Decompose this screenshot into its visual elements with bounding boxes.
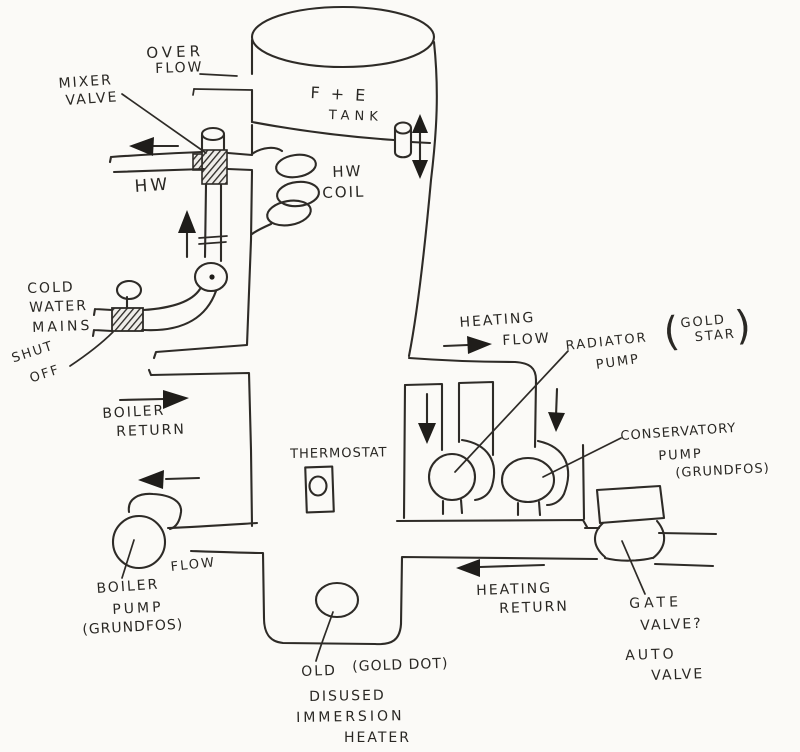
overflow-pipe xyxy=(192,73,253,96)
thermostat-symbol xyxy=(304,465,335,514)
label-immersion-line1a: OLD xyxy=(301,662,338,680)
label-hw-coil-line2: COIL xyxy=(322,182,366,202)
label-immersion-line1b: (GOLD DOT) xyxy=(352,655,449,675)
boiler-flow-arrow xyxy=(138,470,201,489)
label-hw-coil-line1: HW xyxy=(332,161,363,181)
label-boiler-pump-line2: PUMP xyxy=(112,599,164,618)
label-heating-flow-line2: FLOW xyxy=(502,330,551,349)
label-cold-water-mains-line2: WATER xyxy=(29,297,89,316)
shutoff-valve-symbol xyxy=(111,307,144,332)
label-overflow-line2: FLOW xyxy=(155,59,204,77)
label-gate-valve-line2: VALVE? xyxy=(640,615,703,634)
hw-coil-symbol xyxy=(250,146,320,236)
cold-mains-pipes xyxy=(91,307,114,338)
boiler-return-arrow xyxy=(118,390,189,409)
label-boiler-return-line1: BOILER xyxy=(102,402,166,422)
mixer-valve-leader xyxy=(121,93,207,154)
cold-feed-elbow-pipe xyxy=(141,287,218,332)
label-heating-return-line2: RETURN xyxy=(499,598,570,617)
label-boiler-return-line2: RETURN xyxy=(116,421,187,440)
level-double-arrow xyxy=(412,114,428,179)
label-hw: HW xyxy=(134,174,171,197)
label-thermostat: THERMOSTAT xyxy=(290,445,388,462)
hw-pipes xyxy=(108,150,254,263)
label-auto-valve-line2: VALVE xyxy=(651,666,705,684)
fe-tank-outline xyxy=(250,5,438,358)
brand-line2: STAR xyxy=(694,326,737,346)
shutoff-leader xyxy=(69,331,114,367)
label-gate-valve-line1: GATE xyxy=(629,594,683,612)
conservatory-pump-symbol xyxy=(500,437,622,517)
label-conservatory-pump-line2: PUMP xyxy=(658,446,704,464)
cylinder-walls-and-pipework xyxy=(147,123,599,646)
up-flow-arrow xyxy=(178,210,196,259)
radiator-drop-arrow xyxy=(418,392,436,444)
label-auto-valve-line1: AUTO xyxy=(625,646,677,664)
label-fe-tank-line2: TANK xyxy=(328,108,384,125)
label-immersion-line3: IMMERSION xyxy=(296,708,405,726)
heating-return-arrow xyxy=(456,559,546,577)
pump-manifold-pipework xyxy=(395,378,589,529)
tap-symbol xyxy=(115,279,143,310)
label-immersion-line2: DISUSED xyxy=(309,687,386,705)
conservatory-drop-arrow xyxy=(548,387,565,432)
label-cold-water-mains-line3: MAINS xyxy=(32,317,93,336)
gate-valve-symbol xyxy=(583,484,718,595)
label-fe-tank-line1: F + E xyxy=(310,83,369,106)
boiler-pump-symbol xyxy=(111,492,183,579)
hw-flow-arrow xyxy=(129,137,180,156)
cold-feed-valve-symbol xyxy=(193,261,229,293)
label-heating-return-line1: HEATING xyxy=(476,580,553,599)
label-cold-water-mains-line1: COLD xyxy=(27,279,75,297)
immersion-heater-symbol xyxy=(314,581,360,662)
float-valve-symbol xyxy=(393,121,413,159)
heating-flow-arrow xyxy=(442,336,492,354)
mixer-valve-symbol xyxy=(192,126,228,185)
heating-flow-pipe xyxy=(407,356,538,382)
label-immersion-line4: HEATER xyxy=(344,730,411,746)
radiator-pump-symbol xyxy=(427,350,569,516)
